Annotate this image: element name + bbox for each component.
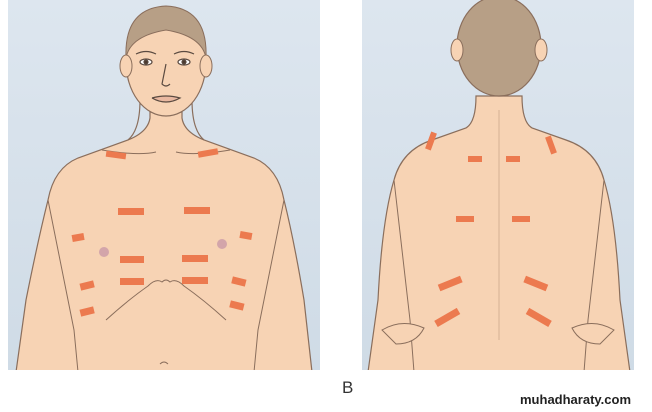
marker bbox=[456, 216, 474, 222]
marker bbox=[468, 156, 482, 162]
panel-label: B bbox=[342, 378, 353, 398]
marker bbox=[182, 277, 208, 284]
left-nipple bbox=[99, 247, 109, 257]
posterior-chest-panel bbox=[362, 0, 634, 370]
posterior-head bbox=[457, 0, 541, 96]
marker bbox=[120, 256, 144, 263]
marker bbox=[512, 216, 530, 222]
posterior-figure bbox=[362, 0, 634, 370]
right-nipple bbox=[217, 239, 227, 249]
anterior-chest-panel bbox=[8, 0, 320, 370]
marker bbox=[182, 255, 208, 262]
watermark: muhadharaty.com bbox=[520, 392, 631, 407]
marker bbox=[506, 156, 520, 162]
anterior-figure bbox=[8, 0, 320, 370]
anterior-torso bbox=[16, 112, 312, 370]
marker bbox=[120, 278, 144, 285]
marker bbox=[184, 207, 210, 214]
marker bbox=[118, 208, 144, 215]
